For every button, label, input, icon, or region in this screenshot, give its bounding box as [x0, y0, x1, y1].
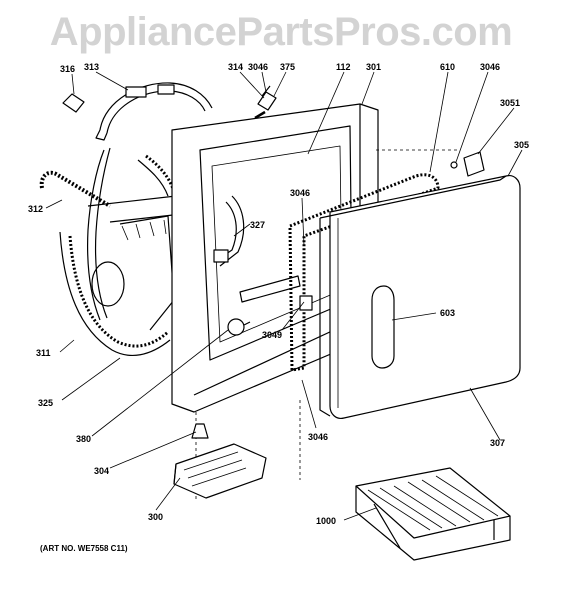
label-375: 375 — [280, 62, 295, 72]
part-3049-spring — [299, 295, 313, 311]
label-380: 380 — [76, 434, 91, 444]
label-316: 316 — [60, 64, 75, 74]
label-3046-top: 3046 — [248, 62, 268, 72]
label-325: 325 — [38, 398, 53, 408]
label-3046-mid: 3046 — [290, 188, 310, 198]
label-603: 603 — [440, 308, 455, 318]
part-1000-rack — [355, 467, 511, 561]
part-number-labels: 316 313 314 3046 375 112 301 610 3046 30… — [28, 62, 529, 526]
label-3046-right: 3046 — [480, 62, 500, 72]
part-305-307-outer-door — [319, 175, 521, 419]
art-number: (ART NO. WE7558 C11) — [40, 544, 128, 553]
label-3049: 3049 — [262, 330, 282, 340]
leader-lines — [45, 71, 523, 521]
label-314: 314 — [228, 62, 243, 72]
part-380-knob — [227, 318, 251, 336]
label-304: 304 — [94, 466, 109, 476]
label-610: 610 — [440, 62, 455, 72]
part-304-pin — [191, 423, 209, 439]
part-316-strip — [62, 93, 85, 113]
label-312: 312 — [28, 204, 43, 214]
label-300: 300 — [148, 512, 163, 522]
watermark: AppliancePartsPros.com — [49, 10, 513, 54]
part-300-vent — [173, 443, 267, 499]
label-301: 301 — [366, 62, 381, 72]
label-327: 327 — [250, 220, 265, 230]
part-313-arc — [95, 82, 213, 141]
label-3051: 3051 — [500, 98, 520, 108]
label-112: 112 — [336, 62, 351, 72]
label-1000: 1000 — [316, 516, 336, 526]
part-327-bracket — [213, 195, 245, 267]
label-313: 313 — [84, 62, 99, 72]
label-307: 307 — [490, 438, 505, 448]
label-3046-bottom: 3046 — [308, 432, 328, 442]
label-305: 305 — [514, 140, 529, 150]
part-603-handle — [371, 285, 395, 369]
part-312-seal — [39, 147, 176, 321]
label-311: 311 — [36, 348, 51, 358]
part-3051-clip — [450, 151, 485, 177]
part-311-325-liner — [59, 195, 183, 357]
